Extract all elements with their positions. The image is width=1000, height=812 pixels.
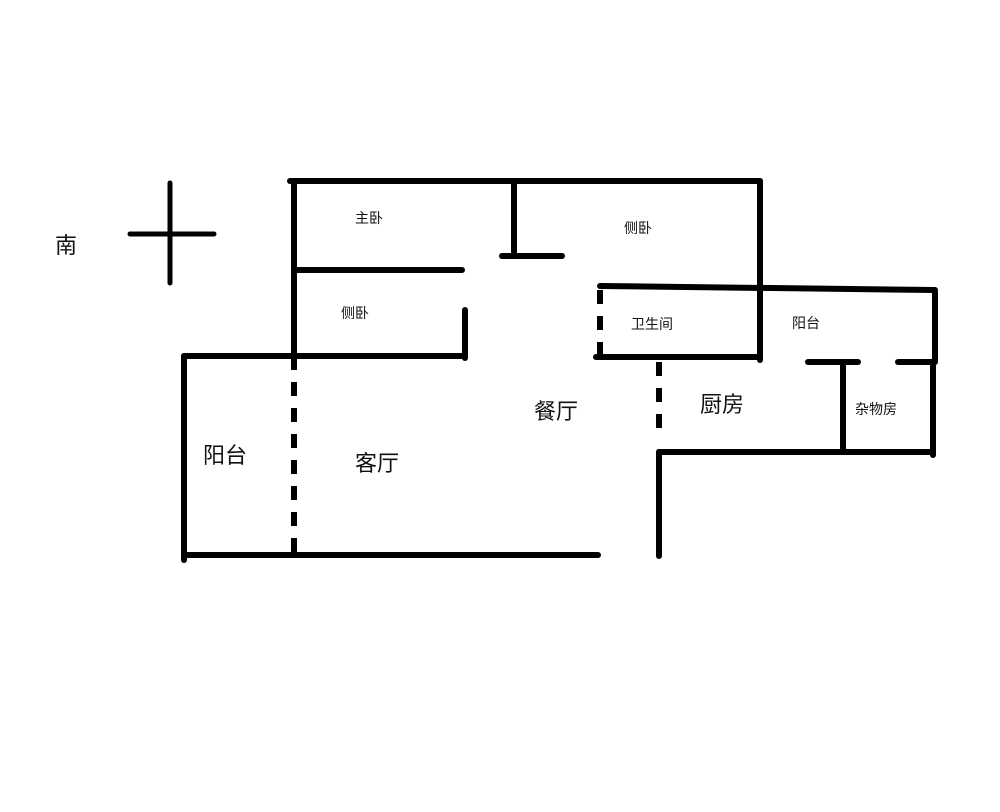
master-bedroom-label: 主卧 bbox=[355, 211, 383, 227]
balcony-left-label: 阳台 bbox=[203, 444, 247, 469]
bathroom-label: 卫生间 bbox=[631, 317, 673, 333]
side-bedroom-left-label: 侧卧 bbox=[341, 306, 369, 322]
walls bbox=[181, 178, 938, 563]
living-room-label: 客厅 bbox=[355, 452, 399, 477]
compass-direction-label: 南 bbox=[55, 234, 77, 259]
kitchen-label: 厨房 bbox=[700, 393, 744, 418]
wall-bathroom-top bbox=[597, 283, 938, 293]
dining-room-label: 餐厅 bbox=[534, 400, 578, 425]
balcony-right-label: 阳台 bbox=[792, 316, 820, 332]
side-bedroom-top-label: 侧卧 bbox=[624, 221, 652, 237]
compass-marker bbox=[127, 180, 217, 286]
storage-room-label: 杂物房 bbox=[855, 402, 897, 418]
